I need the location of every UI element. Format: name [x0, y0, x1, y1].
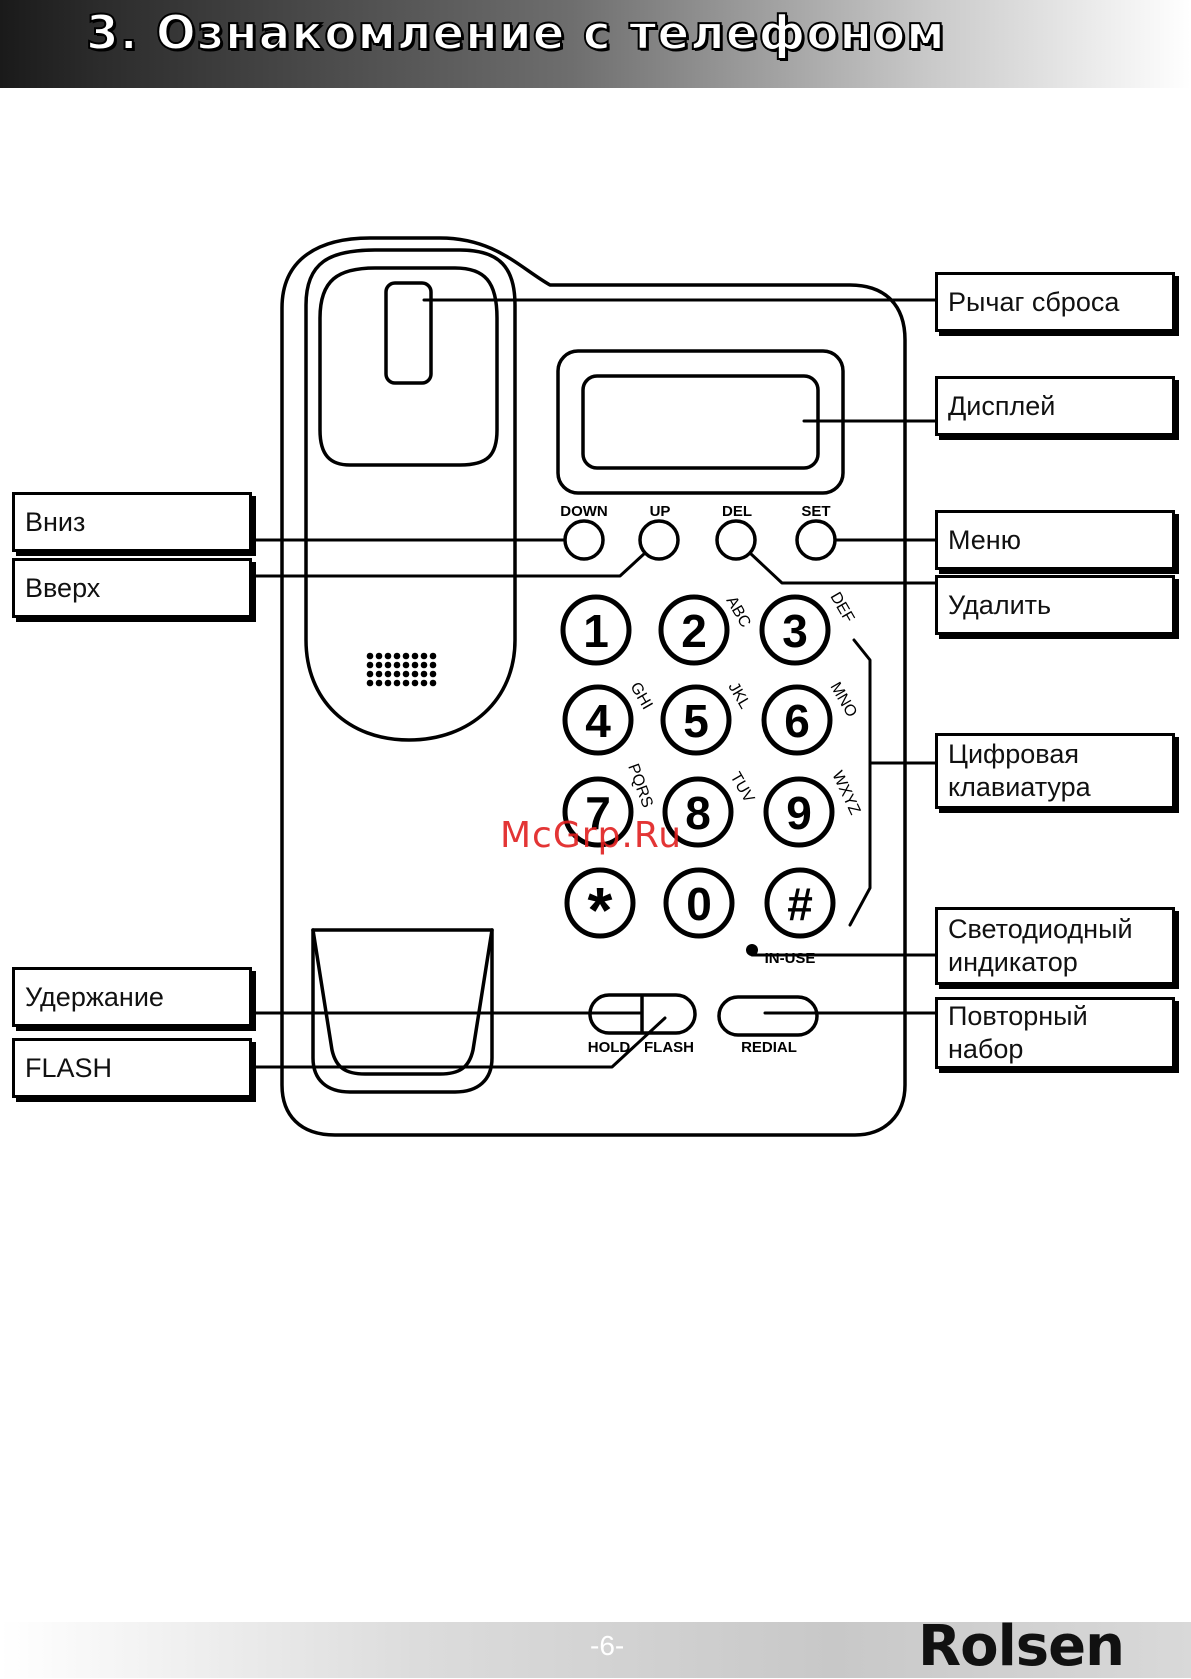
callout-up: Вверх: [12, 558, 252, 618]
callout-led: Светодиодный индикатор: [935, 907, 1175, 985]
set-label: SET: [801, 503, 830, 520]
flash-label: FLASH: [644, 1039, 694, 1056]
leader-delete: [750, 553, 935, 583]
key-star-digit: *: [588, 874, 613, 946]
key-1-digit: 1: [583, 605, 609, 657]
page-number: -6-: [590, 1630, 624, 1662]
up-label: UP: [650, 503, 671, 520]
key-9-digit: 9: [786, 787, 812, 839]
hook-switch: [386, 283, 431, 383]
handset-outer: [306, 250, 515, 740]
handset-inner: [320, 268, 497, 465]
callout-hook-switch: Рычаг сброса: [935, 272, 1175, 332]
key-5-digit: 5: [683, 695, 709, 747]
key-3-digit: 3: [782, 605, 808, 657]
callout-menu: Меню: [935, 510, 1175, 570]
set-button: [797, 521, 835, 559]
brand-logo: Rolsen: [918, 1614, 1124, 1679]
leader-up: [252, 553, 645, 576]
callout-hold: Удержание: [12, 967, 252, 1027]
speaker-grille: [367, 653, 437, 687]
hold-label: HOLD: [588, 1039, 631, 1056]
key-6-digit: 6: [784, 695, 810, 747]
down-label: DOWN: [560, 503, 608, 520]
callout-flash: FLASH: [12, 1038, 252, 1098]
del-label: DEL: [722, 503, 752, 520]
callout-display: Дисплей: [935, 376, 1175, 436]
watermark: McGrp.Ru: [500, 815, 682, 856]
leader-keypad: [850, 640, 870, 925]
callout-keypad: Цифровая клавиатура: [935, 733, 1175, 809]
callout-down: Вниз: [12, 492, 252, 552]
callout-delete: Удалить: [935, 575, 1175, 635]
display-bezel: [558, 351, 843, 493]
callout-redial: Повторный набор: [935, 997, 1175, 1069]
in-use-label: IN-USE: [765, 950, 816, 967]
key-hash-digit: #: [787, 878, 813, 930]
down-button: [565, 521, 603, 559]
key-0-digit: 0: [686, 878, 712, 930]
key-2-digit: 2: [681, 605, 707, 657]
display-screen: [583, 376, 818, 468]
key-3-letters: DEF: [827, 590, 858, 626]
key-4-digit: 4: [585, 695, 611, 747]
redial-button: [719, 997, 817, 1035]
redial-label: REDIAL: [741, 1039, 797, 1056]
key-8-digit: 8: [685, 787, 711, 839]
